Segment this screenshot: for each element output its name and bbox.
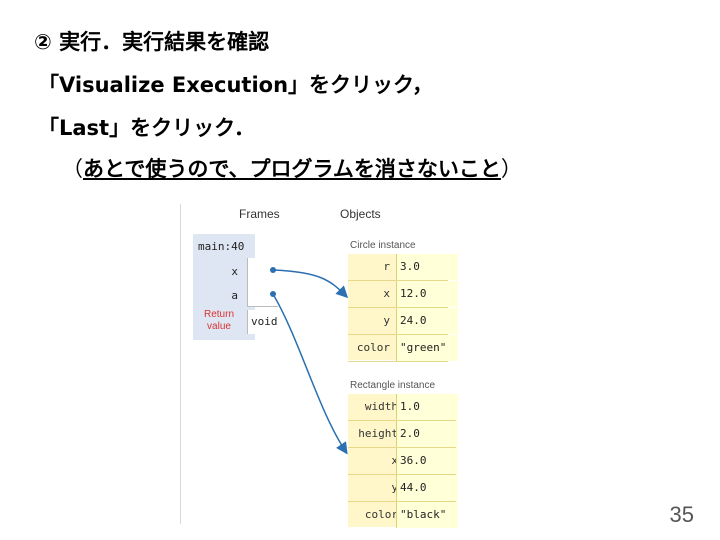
circle-field-row: r 3.0 [348,254,458,281]
circle-instance: r 3.0 x 12.0 y 24.0 color "green" [348,254,458,362]
field-value: 2.0 [396,421,458,447]
field-value: 24.0 [396,308,458,334]
field-value: 1.0 [396,394,458,420]
step-heading: ② 実行．実行結果を確認 [34,30,270,54]
field-key: height [358,427,398,440]
field-key: width [364,400,398,413]
return-label-line1: Return [203,309,234,320]
note-text: あとで使うので、プログラムを消さないこと [83,157,501,181]
panel-divider [180,204,181,524]
field-value: 44.0 [396,475,458,501]
stack-frame-main [193,234,255,340]
frame-var-x: x [231,265,238,278]
field-key: color [364,508,398,521]
field-value: "black" [396,502,458,528]
field-value: "green" [396,335,458,361]
field-value: 36.0 [396,448,458,474]
frame-var-a: a [231,289,238,302]
field-value: 3.0 [396,254,458,280]
frame-ref-x [247,258,278,283]
objects-header: Objects [340,207,381,221]
circle-field-row: color "green" [348,335,458,362]
note-close-paren: ） [500,157,522,181]
rect-field-row: color"black" [348,502,458,528]
field-key: x [383,287,390,300]
instruction-last: 「Last」をクリック． [38,116,256,140]
field-key: r [383,260,390,273]
field-value: 12.0 [396,281,458,307]
circle-field-row: y 24.0 [348,308,458,335]
instruction-visualize: 「Visualize Execution」をクリック， [38,73,434,97]
field-key: y [391,481,398,494]
note-keep-program: （あとで使うので、プログラムを消さないこと） [62,153,522,183]
rectangle-instance-title: Rectangle instance [350,380,436,391]
circle-instance-title: Circle instance [350,240,416,251]
frames-header: Frames [239,207,280,221]
note-open-paren: （ [62,157,83,181]
field-key: x [391,454,398,467]
field-key: color [356,341,390,354]
frame-ref-a [247,282,278,307]
field-key: y [383,314,390,327]
page-number: 35 [669,502,694,527]
frame-name: main:40 [198,240,245,253]
return-label-line2: value [207,321,231,332]
return-value: void [247,310,285,334]
circle-field-row: x 12.0 [348,281,458,308]
